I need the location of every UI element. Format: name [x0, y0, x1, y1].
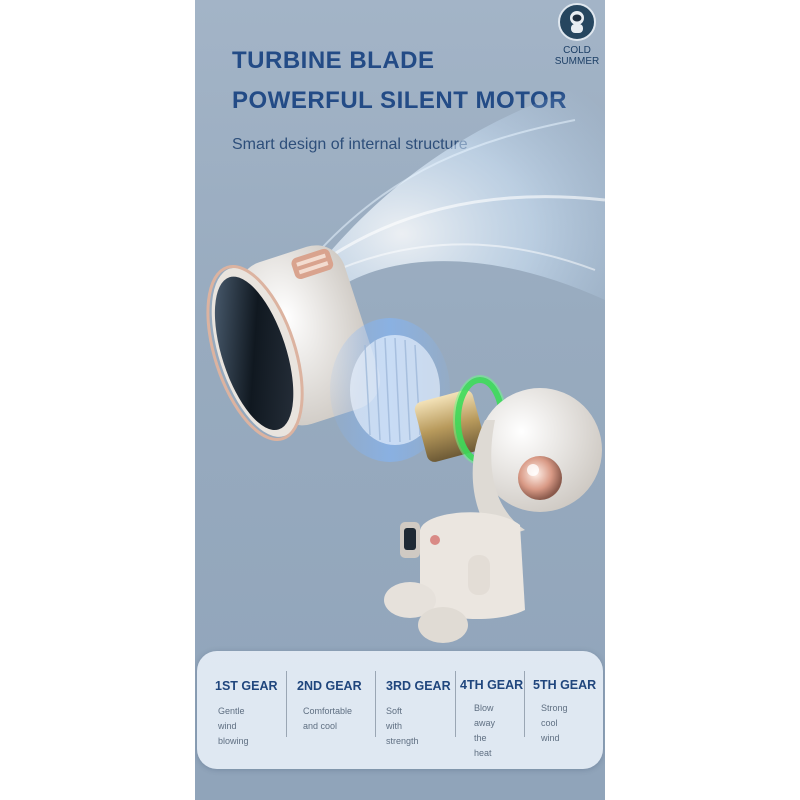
gear-panel: 1ST GEAR Gentle wind blowing 2ND GEAR Co…: [197, 651, 603, 769]
gear-1-desc-line-1: Gentle wind: [218, 706, 245, 731]
gear-2-desc-line-1: Comfortable: [303, 706, 353, 716]
gear-5-desc-line-1: Strong cool: [541, 703, 568, 728]
gear-5-desc-line-2: wind: [541, 733, 560, 743]
brand-name-line-2: SUMMER: [554, 56, 600, 67]
gear-5-title: 5TH GEAR: [533, 678, 597, 692]
gear-divider: [286, 671, 287, 737]
headline-subtitle: Smart design of internal structure: [232, 136, 468, 153]
astronaut-icon: [558, 3, 596, 41]
wind-stream: [315, 80, 605, 300]
gear-4-desc-line-1: Blow away: [474, 703, 496, 728]
gear-divider: [455, 671, 456, 737]
gear-3-desc-line-1: Soft with strength: [386, 706, 419, 746]
headline-line-1: TURBINE BLADE: [232, 47, 435, 74]
brand-name-line-1: COLD: [563, 45, 591, 56]
gear-1-title: 1ST GEAR: [215, 679, 278, 693]
brand-logo: COLD SUMMER: [550, 3, 604, 67]
product-panel: TURBINE BLADE POWERFUL SILENT MOTOR Smar…: [195, 0, 605, 800]
gear-4-title: 4TH GEAR: [460, 678, 524, 692]
gear-2-desc-line-2: and cool: [303, 721, 338, 731]
gear-divider: [524, 671, 525, 737]
gear-3-title: 3RD GEAR: [386, 679, 451, 693]
astronaut-body: [384, 388, 602, 643]
gear-4-desc-line-2: the heat: [474, 733, 492, 758]
fan-head: [206, 245, 381, 441]
gear-divider: [375, 671, 376, 737]
headline-line-2: POWERFUL SILENT MOTOR: [232, 87, 567, 114]
fan-illustration: [206, 80, 605, 643]
gear-1-desc-line-2: blowing: [218, 736, 249, 746]
gear-2-title: 2ND GEAR: [297, 679, 362, 693]
